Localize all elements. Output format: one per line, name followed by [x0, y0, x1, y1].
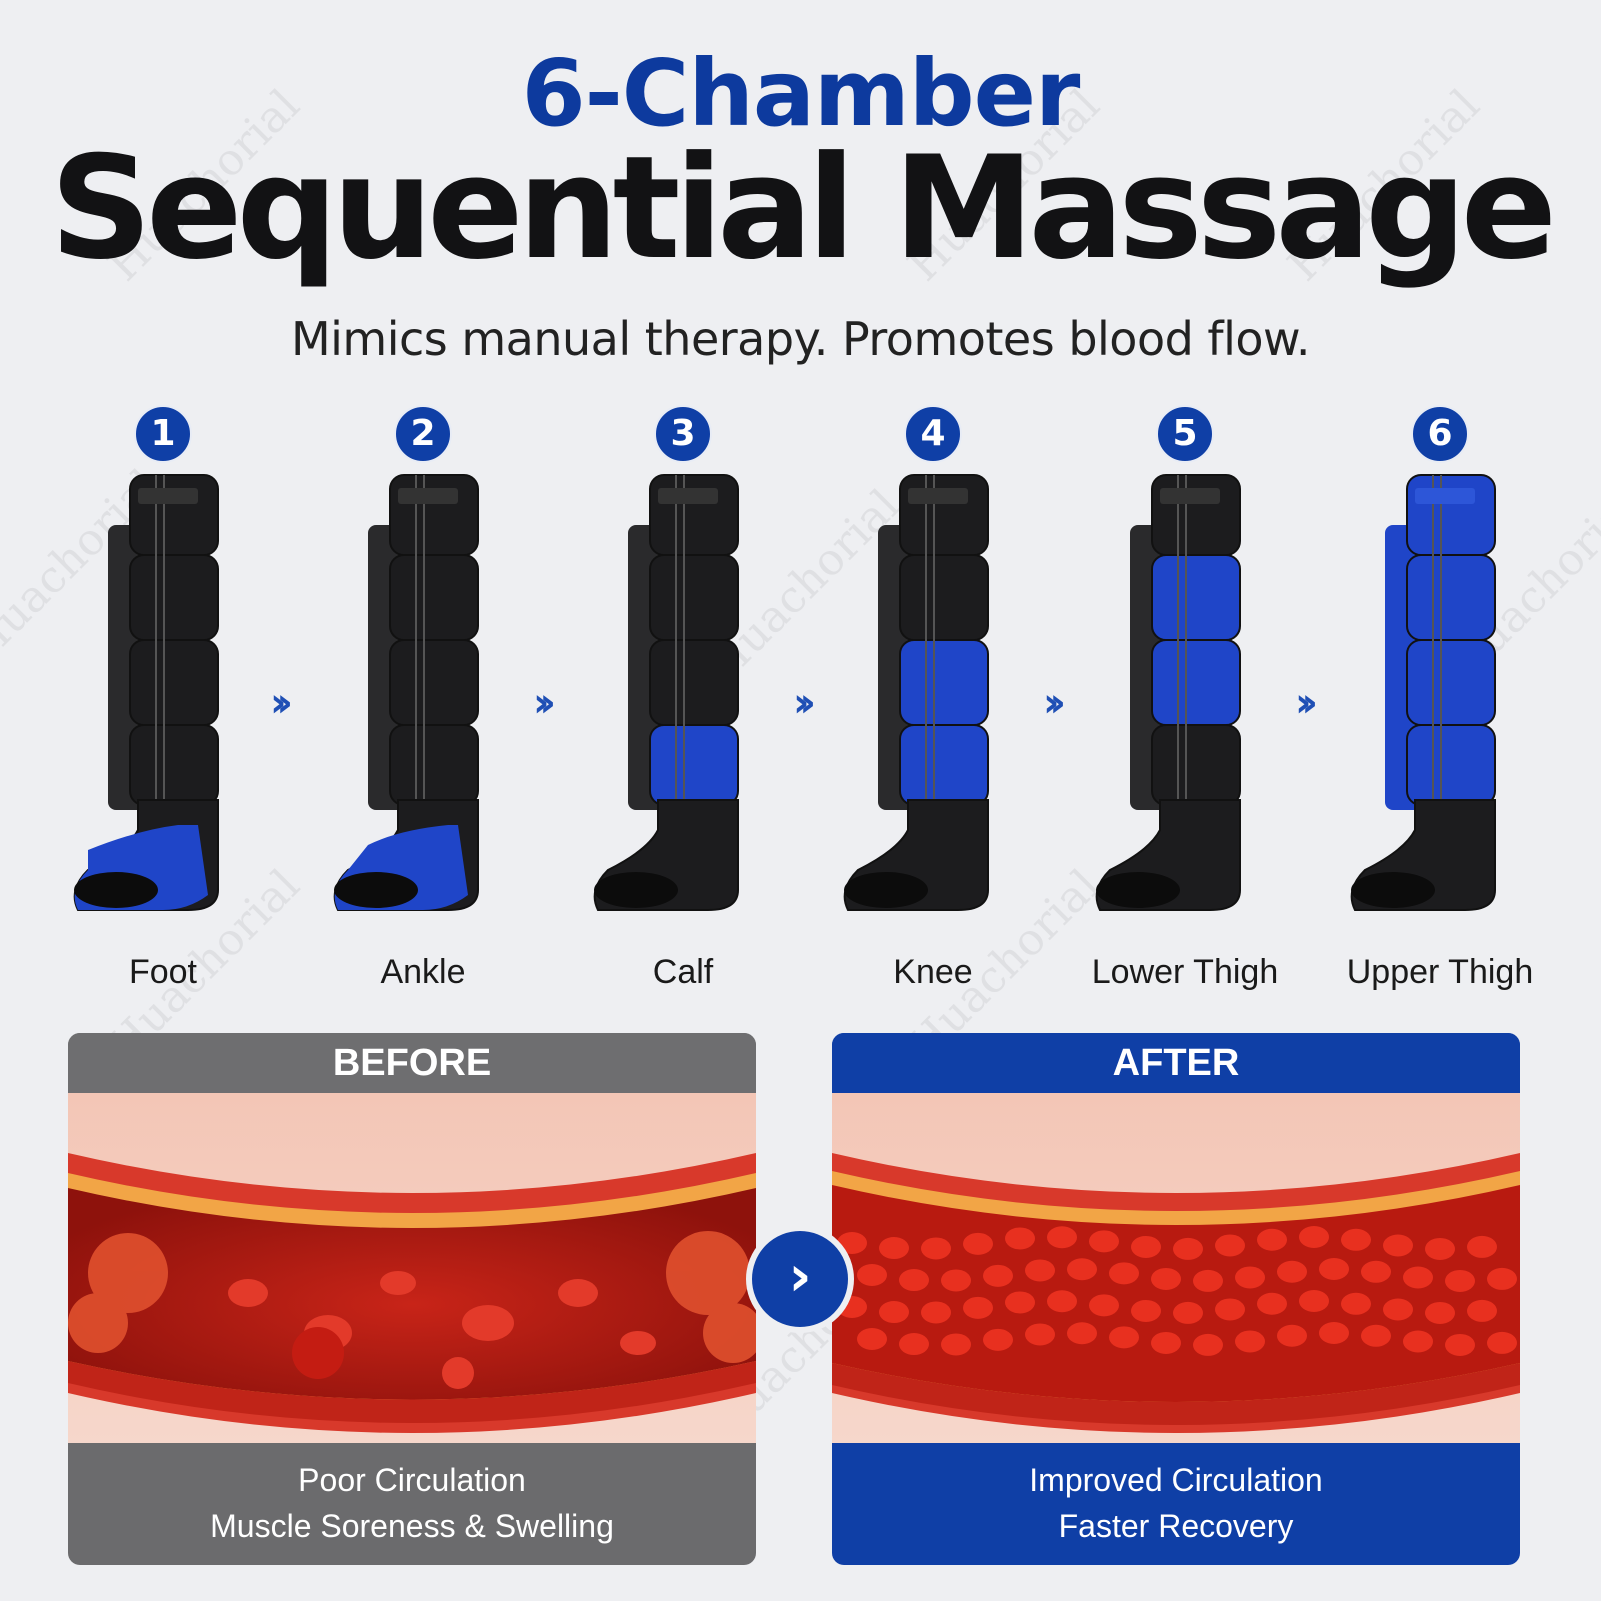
- leg-sleeve-image: [73, 474, 219, 911]
- double-chevron-right-icon: ››: [533, 680, 556, 726]
- double-chevron-right-icon: ››: [1295, 680, 1318, 726]
- after-vessel-image: [832, 1093, 1520, 1443]
- after-panel: AFTER Improved Circulation Faster Recove…: [832, 1033, 1520, 1565]
- after-line-2: Faster Recovery: [1058, 1508, 1294, 1544]
- before-header: BEFORE: [68, 1033, 756, 1093]
- step-number-badge: 5: [1156, 405, 1214, 463]
- leg-sleeve-image: [1350, 474, 1496, 911]
- before-panel: BEFORE Poor Circulation Muscle Soreness: [68, 1033, 756, 1565]
- before-vessel-image: [68, 1093, 756, 1443]
- subtitle: Mimics manual therapy. Promotes blood fl…: [290, 312, 1311, 366]
- before-caption: Poor Circulation Muscle Soreness & Swell…: [68, 1443, 756, 1565]
- step-number-badge: 6: [1411, 405, 1469, 463]
- step-number-badge: 3: [654, 405, 712, 463]
- after-header: AFTER: [832, 1033, 1520, 1093]
- stage-label: Knee: [893, 953, 973, 991]
- stage-label: Ankle: [380, 953, 466, 991]
- before-line-2: Muscle Soreness & Swelling: [210, 1508, 614, 1544]
- double-chevron-right-icon: ››: [270, 680, 293, 726]
- step-number-badge: 4: [904, 405, 962, 463]
- stage-label: Foot: [128, 953, 198, 991]
- chevron-right-icon: ›: [746, 1225, 854, 1333]
- after-line-1: Improved Circulation: [1029, 1462, 1323, 1498]
- leg-sleeve-image: [333, 474, 479, 911]
- page-title: Sequential Massage: [49, 126, 1557, 291]
- title-top: 6-Chamber: [521, 40, 1081, 147]
- step-number-badge: 2: [394, 405, 452, 463]
- step-number-badge: 1: [134, 405, 192, 463]
- after-caption: Improved Circulation Faster Recovery: [832, 1443, 1520, 1565]
- double-chevron-right-icon: ››: [1043, 680, 1066, 726]
- before-line-1: Poor Circulation: [298, 1462, 526, 1498]
- leg-sleeve-image: [1095, 474, 1241, 911]
- stage-label: Calf: [652, 953, 714, 991]
- stage-label: Upper Thigh: [1346, 953, 1534, 991]
- leg-sleeve-image: [843, 474, 989, 911]
- leg-sleeve-image: [593, 474, 739, 911]
- double-chevron-right-icon: ››: [793, 680, 816, 726]
- stage-label: Lower Thigh: [1091, 953, 1279, 991]
